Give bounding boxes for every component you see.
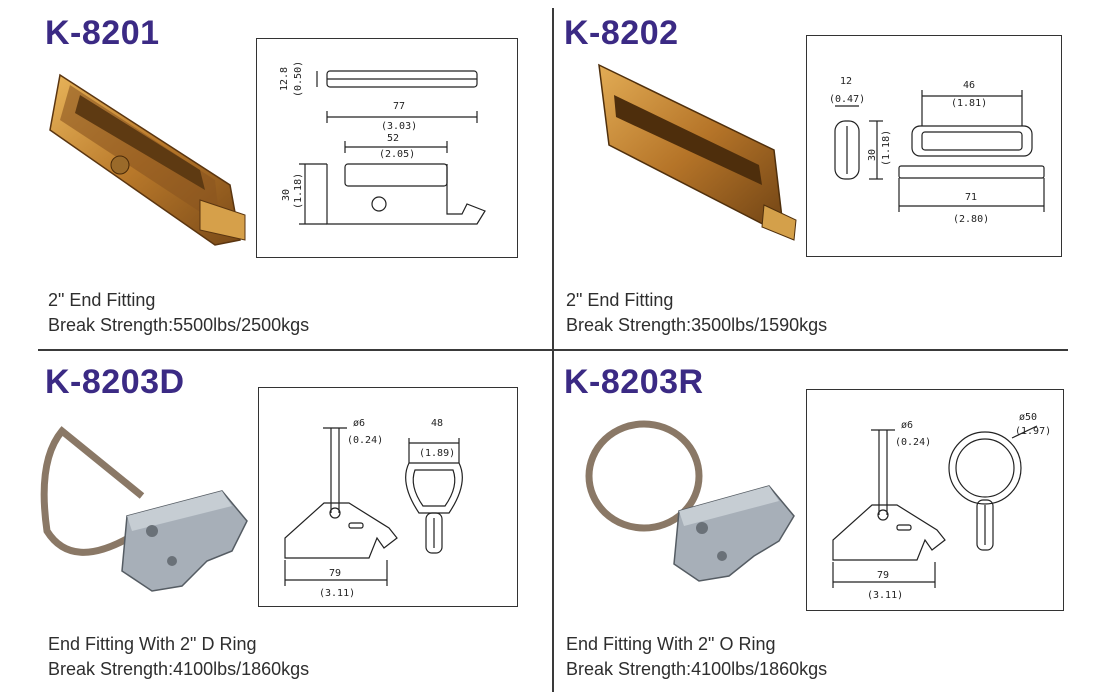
break-strength: Break Strength:4100lbs/1860kgs [48,659,310,679]
product-photo-brass-end-fitting [598,63,797,241]
dim-b: 46 [963,80,975,91]
product-code: K-8201 [45,14,160,52]
dim-c: 30 [867,149,878,161]
dim-b: 77 [393,101,405,112]
break-strength: Break Strength:5500lbs/2500kgs [48,315,310,335]
product-card-k8203d: K-8203D [0,351,552,700]
product-code: K-8203D [45,363,185,401]
dim-d: 71 [965,192,977,203]
product-name: 2" End Fitting [566,290,674,310]
product-description: End Fitting With 2" O Ring Break Strengt… [566,632,827,682]
dim-a: ø6 [353,418,365,429]
technical-drawing: ø6 (0.24) ø50 (1.97) 79 (3.11) [806,389,1064,611]
break-strength: Break Strength:3500lbs/1590kgs [566,315,828,335]
dim-c-in: (1.18) [881,130,892,166]
product-photo-o-ring-fitting [585,420,795,582]
technical-drawing: 12.8 (0.50) 77 (3.03) 52 (2.05) 30 (1.18… [256,38,518,258]
dim-a: 12.8 [279,67,290,91]
horizontal-divider [38,349,1068,351]
dim-c: 79 [329,568,341,579]
dim-b: ø50 [1019,412,1037,423]
technical-drawing: 12 (0.47) 46 (1.81) 30 (1.18) 71 (2.80) [806,35,1062,257]
dim-b-in: (1.89) [419,448,455,459]
product-description: 2" End Fitting Break Strength:5500lbs/25… [48,288,309,338]
product-name: End Fitting With 2" O Ring [566,634,776,654]
dim-a: ø6 [901,420,913,431]
dim-d-in: (2.80) [953,214,989,225]
dim-c-in: (3.11) [319,588,355,599]
break-strength: Break Strength:4100lbs/1860kgs [566,659,828,679]
dim-c: 52 [387,133,399,144]
dim-d: 30 [281,189,292,201]
product-photo-d-ring-fitting [40,426,248,592]
product-photo-brass-end-fitting [49,73,246,246]
product-card-k8202: K-8202 [554,0,1100,349]
dim-b-in: (3.03) [381,121,417,132]
dim-a-in: (0.47) [829,94,865,105]
product-code: K-8202 [564,14,679,52]
product-name: 2" End Fitting [48,290,156,310]
dim-c-in: (3.11) [867,590,903,601]
dim-a-in: (0.24) [895,437,931,448]
dim-a-in: (0.24) [347,435,383,446]
product-code: K-8203R [564,363,704,401]
dim-a: 12 [840,76,852,87]
product-description: End Fitting With 2" D Ring Break Strengt… [48,632,309,682]
product-card-k8201: K-8201 [0,0,552,349]
dim-b: 48 [431,418,443,429]
dim-c: 79 [877,570,889,581]
dim-d-in: (1.18) [293,173,304,209]
dim-a-in: (0.50) [293,61,304,97]
product-card-k8203r: K-8203R ø6 [554,351,1100,700]
dim-b-in: (1.97) [1015,426,1051,437]
product-name: End Fitting With 2" D Ring [48,634,257,654]
dim-c-in: (2.05) [379,149,415,160]
technical-drawing: ø6 (0.24) 48 (1.89) 79 (3.11) [258,387,518,607]
product-description: 2" End Fitting Break Strength:3500lbs/15… [566,288,827,338]
dim-b-in: (1.81) [951,98,987,109]
